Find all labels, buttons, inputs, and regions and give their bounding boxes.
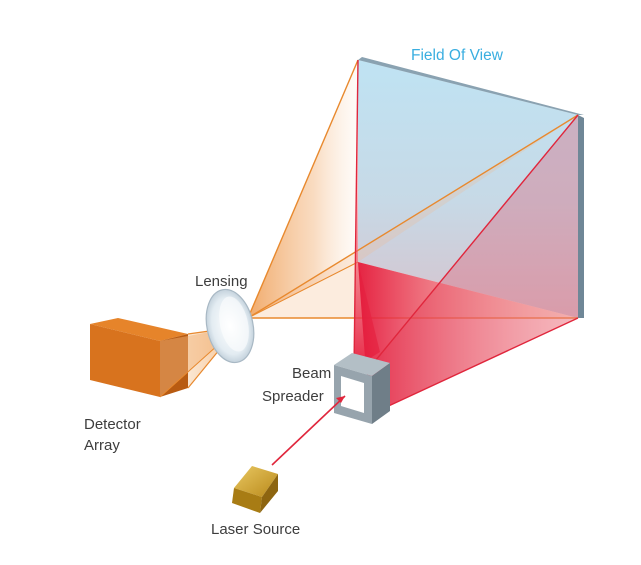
lens bbox=[205, 288, 255, 364]
laser-beam bbox=[271, 395, 346, 466]
detector-array-label-line1: Detector bbox=[84, 416, 141, 433]
transmit-ray-fan bbox=[353, 59, 579, 411]
beam-spreader-label-line2: Spreader bbox=[262, 388, 324, 405]
lensing-label: Lensing bbox=[195, 273, 248, 290]
laser-source-label: Laser Source bbox=[211, 521, 300, 538]
laser-source bbox=[232, 466, 278, 513]
beam-spreader-label-line1: Beam bbox=[292, 365, 331, 382]
field-of-view-label: Field Of View bbox=[411, 47, 504, 64]
beam-spreader bbox=[334, 353, 390, 424]
detector-array-label-line2: Array bbox=[84, 437, 120, 454]
receive-ray-fan bbox=[247, 59, 579, 319]
field-of-view-screen bbox=[358, 57, 584, 318]
